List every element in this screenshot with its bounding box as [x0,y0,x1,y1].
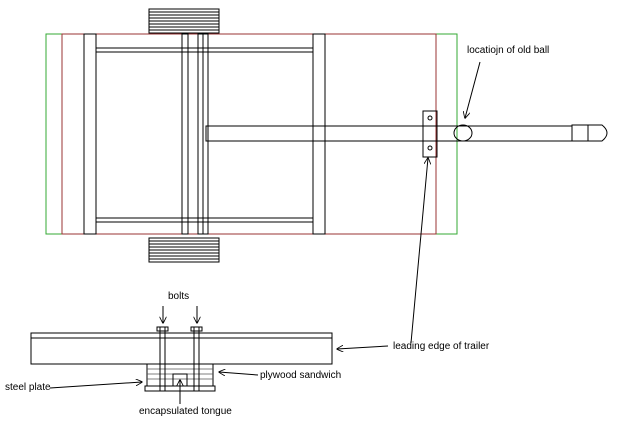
arrow-plywood [219,372,259,375]
label-old-ball: locatiojn of old ball [467,45,549,56]
arrow-steel-plate [49,382,142,389]
bolt-left-head [156,326,169,332]
label-bolts: bolts [168,291,189,302]
side-view [30,326,333,392]
old-ball-location [453,124,473,142]
axle-beam-left [181,33,189,235]
arrow-leading-edge-left [337,346,389,349]
label-leading-edge: leading edge of trailer [393,341,490,352]
label-plywood: plywood sandwich [260,370,341,381]
bolt-hole-bottom [427,145,433,151]
bolt-hole-top [427,115,433,121]
label-steel-plate: steel plate [5,382,51,393]
top-tire [148,8,220,34]
left-rail [83,33,97,235]
arrow-leading-edge-up [410,158,428,344]
coupler [571,124,608,142]
bolt-right-head [190,326,203,332]
bottom-tire [148,237,220,263]
tongue [205,125,573,142]
bolt-left [159,326,166,392]
top-view [45,8,608,263]
right-rail [312,33,326,235]
bolt-right [193,326,200,392]
label-tongue: encapsulated tongue [139,406,232,417]
outer-frame [45,33,458,235]
arrow-old-ball [465,61,481,118]
trailer-deck [61,33,437,235]
